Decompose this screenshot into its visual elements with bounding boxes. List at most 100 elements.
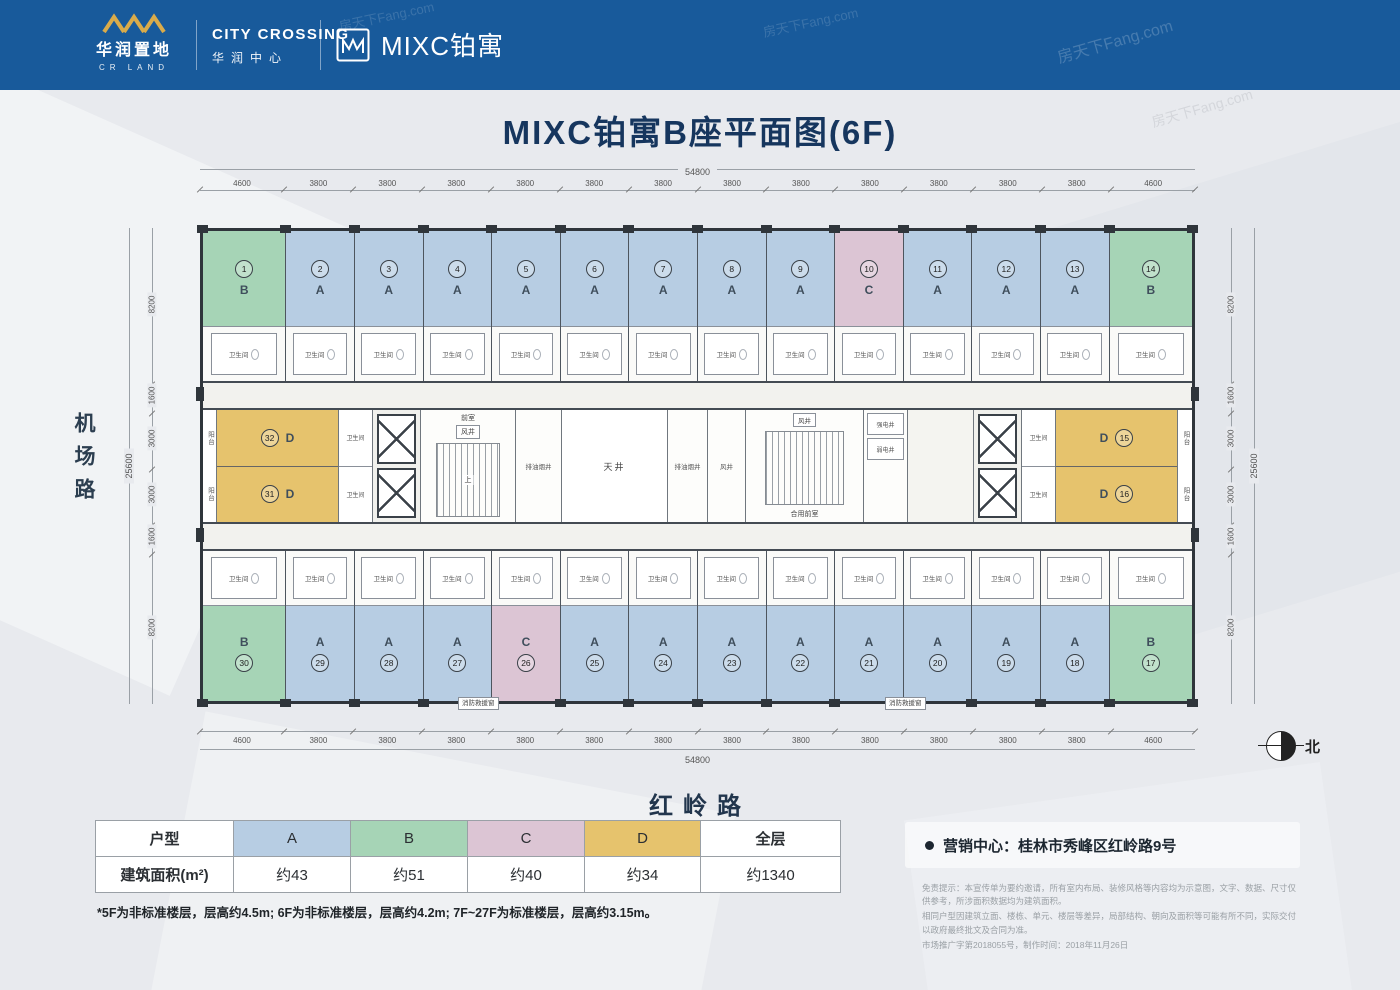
dim-total-right: 25600 [1245,228,1263,704]
dim-segment: 3800 [698,178,767,194]
unit-number: 16 [1115,485,1134,504]
north-arrow-icon [1258,731,1304,761]
mixc-logo: MIXC铂寓 [336,26,504,63]
dim-segment: 8200 [1222,228,1240,381]
bathroom-label: 卫生间 [228,576,249,583]
header-divider [320,20,321,70]
bathroom-zone: 卫生间 [492,326,560,381]
weak-electric-label: 弱电井 [876,447,895,454]
unit-type-label: A [658,635,668,649]
bathroom-label: 卫生间 [346,436,365,443]
dim-segment: 4600 [200,728,284,745]
dim-segment: 8200 [143,228,161,381]
bathroom: 卫生间 [429,333,485,375]
bathroom: 卫生间 [429,557,485,599]
dim-segment: 3800 [560,728,629,745]
city-crossing-logo: CITY CROSSING 华润中心 [212,26,350,66]
bathroom-label: 卫生间 [1059,352,1080,359]
bathroom-zone: 卫生间 [903,551,972,606]
mixc-icon [336,28,370,61]
stairs-icon: 上 [436,443,500,517]
dim-value: 8200 [147,292,157,317]
dim-segment: 3800 [1042,178,1111,194]
unit-type-label: A [727,283,737,297]
electrical-shafts: 强电井 弱电井 [864,410,908,522]
bathroom: 卫生间 [910,333,965,375]
wind-shaft-right: 风井 [708,410,746,522]
dim-value: 3000 [1226,426,1236,450]
dim-segment: 3800 [904,728,973,745]
bathroom-label: 卫生间 [647,352,668,359]
unit-type-label: A [521,283,531,297]
bathroom-zone: 卫生间 [354,551,423,606]
bathroom-zone: 卫生间 [203,326,286,381]
bathroom-label: 卫生间 [373,352,393,359]
dim-value: 54800 [677,755,718,765]
unit-type-label: A [453,635,462,649]
unit-number: 32 [260,428,279,447]
dim-segment: 3800 [353,728,422,745]
dim-total-left: 25600 [120,228,138,704]
dim-segment: 1600 [1222,381,1240,410]
road-label-bottom: 红岭路 [649,793,751,820]
disclaimer-text: 免责提示：本宣传单为要约邀请，所有室内布局、装修风格等内容均为示意图，文字、数据… [922,882,1300,954]
north-indicator: 北 [1258,731,1320,761]
unit-type-label: B [1146,635,1156,649]
balcony-left: 阳台 阳台 [203,410,217,522]
city-crossing-en: CITY CROSSING [212,26,350,43]
bathroom: 卫生间 [361,557,417,599]
unit-27: 卫生间 A 27 [417,551,493,707]
dim-segment: 3800 [560,178,629,194]
unit-number: 8 [722,260,741,278]
unit-number: 27 [448,654,467,672]
bathroom-zone: 卫生间 [697,551,766,606]
bathroom-label: 卫生间 [579,576,599,583]
unit-number: 7 [654,260,673,278]
unit-number: 2 [311,260,330,278]
unit-type-label: A [864,635,874,649]
unit-number: 12 [997,260,1016,278]
dim-value: 3000 [1226,482,1236,506]
unit-number: 18 [1065,654,1084,672]
bathroom: 卫生间 [1047,557,1103,599]
front-room-label: 前室 [461,415,475,422]
unit-number: 5 [516,260,535,278]
dim-value: 25600 [124,448,134,484]
dim-total-bottom: 54800 [200,744,1195,765]
balcony-right: 阳台 阳台 [1178,410,1192,522]
bath-col-left: 卫生间 卫生间 [339,410,373,522]
unit-type-label: D [1099,487,1109,502]
bathroom-zone: 卫生间 [560,326,629,381]
unit-number: 21 [859,654,878,672]
unit-type-label: C [521,635,531,649]
smoke-shaft-label: 排油烟井 [674,464,701,471]
dim-segment: 3000 [143,466,161,522]
elevator-bank-right [974,410,1022,522]
balcony-label: 阳台 [1182,486,1189,502]
dim-segment: 4600 [1111,728,1195,745]
marketing-center-address: 营销中心：桂林市秀峰区红岭路9号 [943,837,1177,855]
watermark: 房天下Fang.com [761,5,860,40]
dim-segment: 3000 [1222,410,1240,466]
unit-number: 11 [928,260,947,278]
legend-header-全层: 全层 [701,821,841,857]
dim-total-top: 54800 [200,160,1195,177]
dim-segment: 4600 [200,178,284,194]
